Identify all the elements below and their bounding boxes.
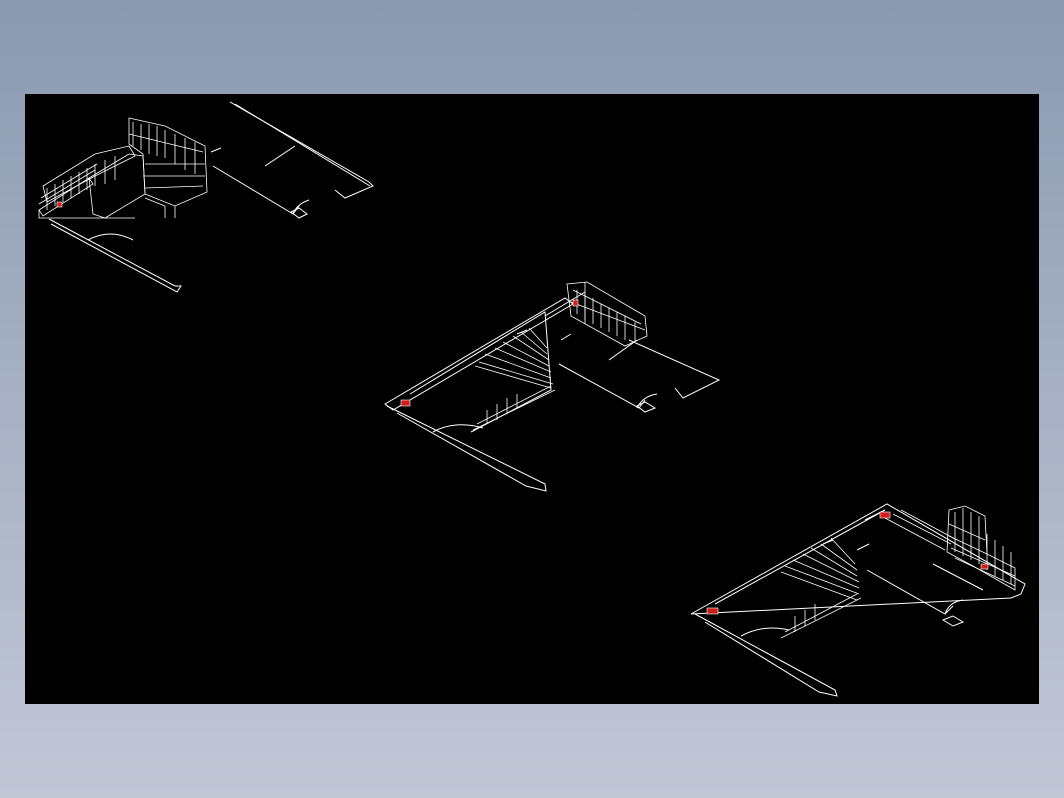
cabinet-row xyxy=(780,537,860,601)
cad-drawing-canvas[interactable] xyxy=(25,94,1039,704)
small-tick xyxy=(560,333,572,341)
highlight-marker xyxy=(706,607,719,615)
isometric-view-2 xyxy=(384,281,721,492)
partition-line xyxy=(544,291,586,317)
highlight-marker xyxy=(572,299,579,307)
highlight-marker xyxy=(400,399,411,407)
small-tick xyxy=(516,329,528,335)
highlight-marker xyxy=(56,201,63,208)
door-marker xyxy=(941,615,965,627)
door-marker xyxy=(290,207,308,219)
wall-outline xyxy=(694,613,838,697)
small-tick xyxy=(210,147,222,153)
door-swing xyxy=(292,199,310,215)
highlight-marker xyxy=(879,511,891,519)
small-tick xyxy=(856,543,870,551)
wall-outline xyxy=(932,563,984,591)
cabinet-row xyxy=(474,327,554,389)
wall-outline xyxy=(690,503,1026,615)
isometric-view-1 xyxy=(38,101,374,293)
wall-outline xyxy=(229,101,374,199)
isometric-view-3 xyxy=(690,503,1026,697)
door-swing xyxy=(432,424,484,433)
cabinet-row xyxy=(472,385,556,431)
door-swing xyxy=(636,393,658,409)
door-swing xyxy=(944,599,964,615)
wall-outline xyxy=(714,509,886,605)
cabinet-block xyxy=(946,505,1016,591)
wall-outline xyxy=(234,103,371,187)
small-tick xyxy=(822,539,834,545)
isometric-drawing xyxy=(38,101,1026,697)
wall-outline xyxy=(558,363,646,409)
wall-outline xyxy=(212,165,300,215)
cabinet-block xyxy=(38,117,208,219)
wall-outline xyxy=(608,339,638,361)
door-swing xyxy=(740,627,790,637)
door-swing xyxy=(87,233,134,241)
door-marker xyxy=(636,401,657,413)
wall-outline xyxy=(386,405,547,492)
partition-line xyxy=(264,145,296,167)
wall-outline xyxy=(866,569,954,615)
cabinet-block xyxy=(566,281,648,347)
wall-outline xyxy=(409,311,552,433)
cabinet-row xyxy=(884,509,958,551)
highlight-marker xyxy=(980,563,989,570)
cabinet-row xyxy=(780,593,862,639)
wall-outline xyxy=(48,218,182,293)
wall-outline xyxy=(628,339,721,399)
